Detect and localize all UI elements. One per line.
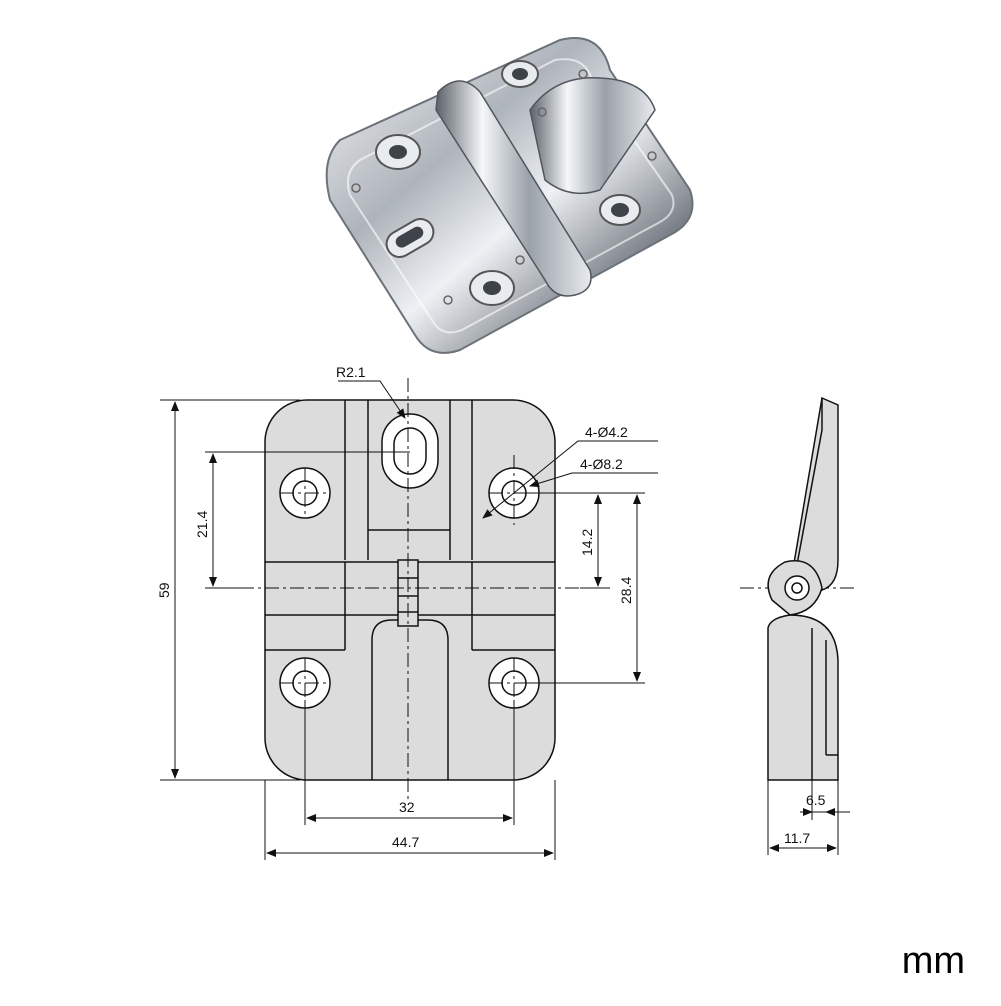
unit-label: mm xyxy=(901,940,965,982)
dim-hole-spacing-horizontal: 32 xyxy=(399,799,415,815)
dim-small-hole: 4-Ø4.2 xyxy=(585,424,628,440)
dim-width: 44.7 xyxy=(392,834,419,850)
dim-hole-spacing-half: 21.4 xyxy=(194,511,210,538)
dim-hole-spacing-vertical: 28.4 xyxy=(618,577,634,604)
front-view xyxy=(264,399,556,781)
hinge-photo xyxy=(325,37,694,354)
slot-hole xyxy=(381,413,439,489)
dim-side-total: 11.7 xyxy=(784,830,810,846)
dim-height: 59 xyxy=(156,582,172,598)
dim-large-hole: 4-Ø8.2 xyxy=(580,456,623,472)
dim-radius: R2.1 xyxy=(336,364,366,380)
dimension-labels: R2.1 4-Ø4.2 4-Ø8.2 21.4 14.2 28.4 59 32 … xyxy=(156,364,826,850)
dimension-lines xyxy=(160,380,850,860)
side-view xyxy=(767,396,839,781)
dim-side-inner: 6.5 xyxy=(806,792,826,808)
dim-hole-offset: 14.2 xyxy=(579,529,595,556)
